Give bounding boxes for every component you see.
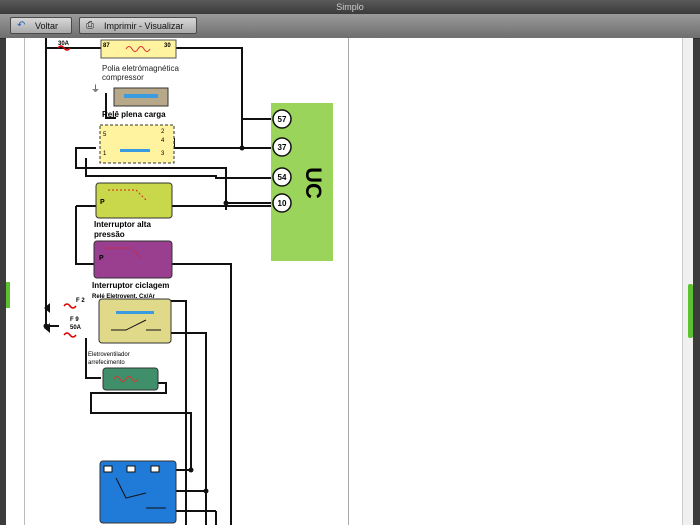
coil-icon bbox=[125, 46, 151, 52]
wiring-diagram: 30A 87 30 Polia eletrómagnética compress… bbox=[43, 38, 333, 525]
window-titlebar: Simplo bbox=[0, 0, 700, 14]
fuse-f9-rating: 50A bbox=[70, 325, 82, 331]
switch-actuator-icon bbox=[108, 189, 147, 201]
cycling-switch bbox=[93, 240, 173, 279]
wires bbox=[45, 38, 277, 525]
relay-coil-icon bbox=[120, 149, 150, 152]
high-pressure-switch bbox=[95, 182, 173, 219]
module-terminal bbox=[103, 465, 113, 473]
relay-pin-2: 2 bbox=[161, 129, 165, 135]
left-scroll-thumb[interactable] bbox=[6, 282, 10, 308]
relay-coil-icon bbox=[116, 311, 154, 314]
module-terminal bbox=[150, 465, 160, 473]
back-button[interactable]: ↶ Voltar bbox=[10, 17, 72, 34]
relay-box bbox=[99, 124, 175, 164]
printer-icon: ⎙ bbox=[86, 20, 94, 31]
relay-pin-1: 1 bbox=[103, 151, 107, 157]
window-title: Simplo bbox=[336, 2, 364, 12]
high-pressure-label-2: pressão bbox=[94, 230, 125, 239]
fuse-top-label: 30A bbox=[58, 41, 70, 47]
fuse-f9 bbox=[63, 332, 77, 338]
high-pressure-p: P bbox=[100, 199, 105, 206]
fuse-f9-label: F 9 bbox=[70, 317, 79, 323]
fan-relay-label: Relé Eletrovent. Cx/Ar bbox=[92, 294, 156, 300]
fuse-30a bbox=[57, 45, 71, 51]
fan-label-1: Eletroventilador bbox=[88, 352, 130, 358]
compressor-label-2: compressor bbox=[102, 73, 144, 82]
document-viewer: 30A 87 30 Polia eletrómagnética compress… bbox=[6, 38, 693, 525]
back-arrow-icon: ↶ bbox=[17, 20, 26, 31]
relay-contact-icon bbox=[124, 94, 158, 98]
module-terminal bbox=[126, 465, 136, 473]
compressor-label-1: Polia eletrómagnética bbox=[102, 64, 179, 73]
vertical-scrollbar[interactable] bbox=[682, 38, 693, 525]
fan-label-2: arrefecimento bbox=[88, 360, 125, 366]
fuse-f2-label: F 2 bbox=[76, 298, 85, 304]
ground-icon: ⏚ bbox=[91, 84, 100, 94]
relay-pin-5: 5 bbox=[103, 132, 107, 138]
back-button-label: Voltar bbox=[35, 21, 59, 31]
relay-pin-4: 4 bbox=[161, 138, 165, 144]
relay-switch-icon bbox=[111, 319, 161, 331]
compressor-pin-right: 30 bbox=[164, 43, 171, 49]
uc-pin-57: 57 bbox=[278, 115, 287, 124]
uc-label: UC bbox=[301, 167, 326, 199]
page-divider bbox=[348, 38, 349, 525]
uc-pins: 57 37 54 10 bbox=[272, 109, 292, 213]
cycling-switch-label: Interruptor ciclagem bbox=[92, 281, 169, 290]
fuse-f2 bbox=[63, 303, 77, 309]
cooling-fan bbox=[102, 367, 159, 391]
print-preview-button[interactable]: ⎙ Imprimir - Visualizar Impressão bbox=[79, 17, 197, 48]
toolbar: ↶ Voltar ⎙ Imprimir - Visualizar Impress… bbox=[0, 14, 700, 48]
fan-motor-icon bbox=[113, 376, 139, 382]
uc-pin-37: 37 bbox=[278, 143, 287, 152]
relay-pin-3: 3 bbox=[161, 151, 165, 157]
module-circuit-icon bbox=[115, 477, 166, 509]
high-pressure-label-1: Interruptor alta bbox=[94, 220, 151, 229]
full-load-relay-label: Relê plena carga bbox=[102, 110, 166, 119]
scroll-thumb[interactable] bbox=[688, 284, 693, 338]
junction-dots bbox=[43, 145, 245, 494]
compressor-pin-left: 87 bbox=[103, 43, 110, 49]
uc-pin-10: 10 bbox=[278, 199, 287, 208]
fan-relay bbox=[98, 298, 172, 344]
switch-actuator-icon bbox=[106, 247, 142, 259]
arrow-icon bbox=[44, 303, 50, 313]
uc-pin-54: 54 bbox=[278, 173, 287, 182]
left-pane bbox=[6, 38, 25, 525]
cycling-switch-p: P bbox=[99, 255, 104, 262]
